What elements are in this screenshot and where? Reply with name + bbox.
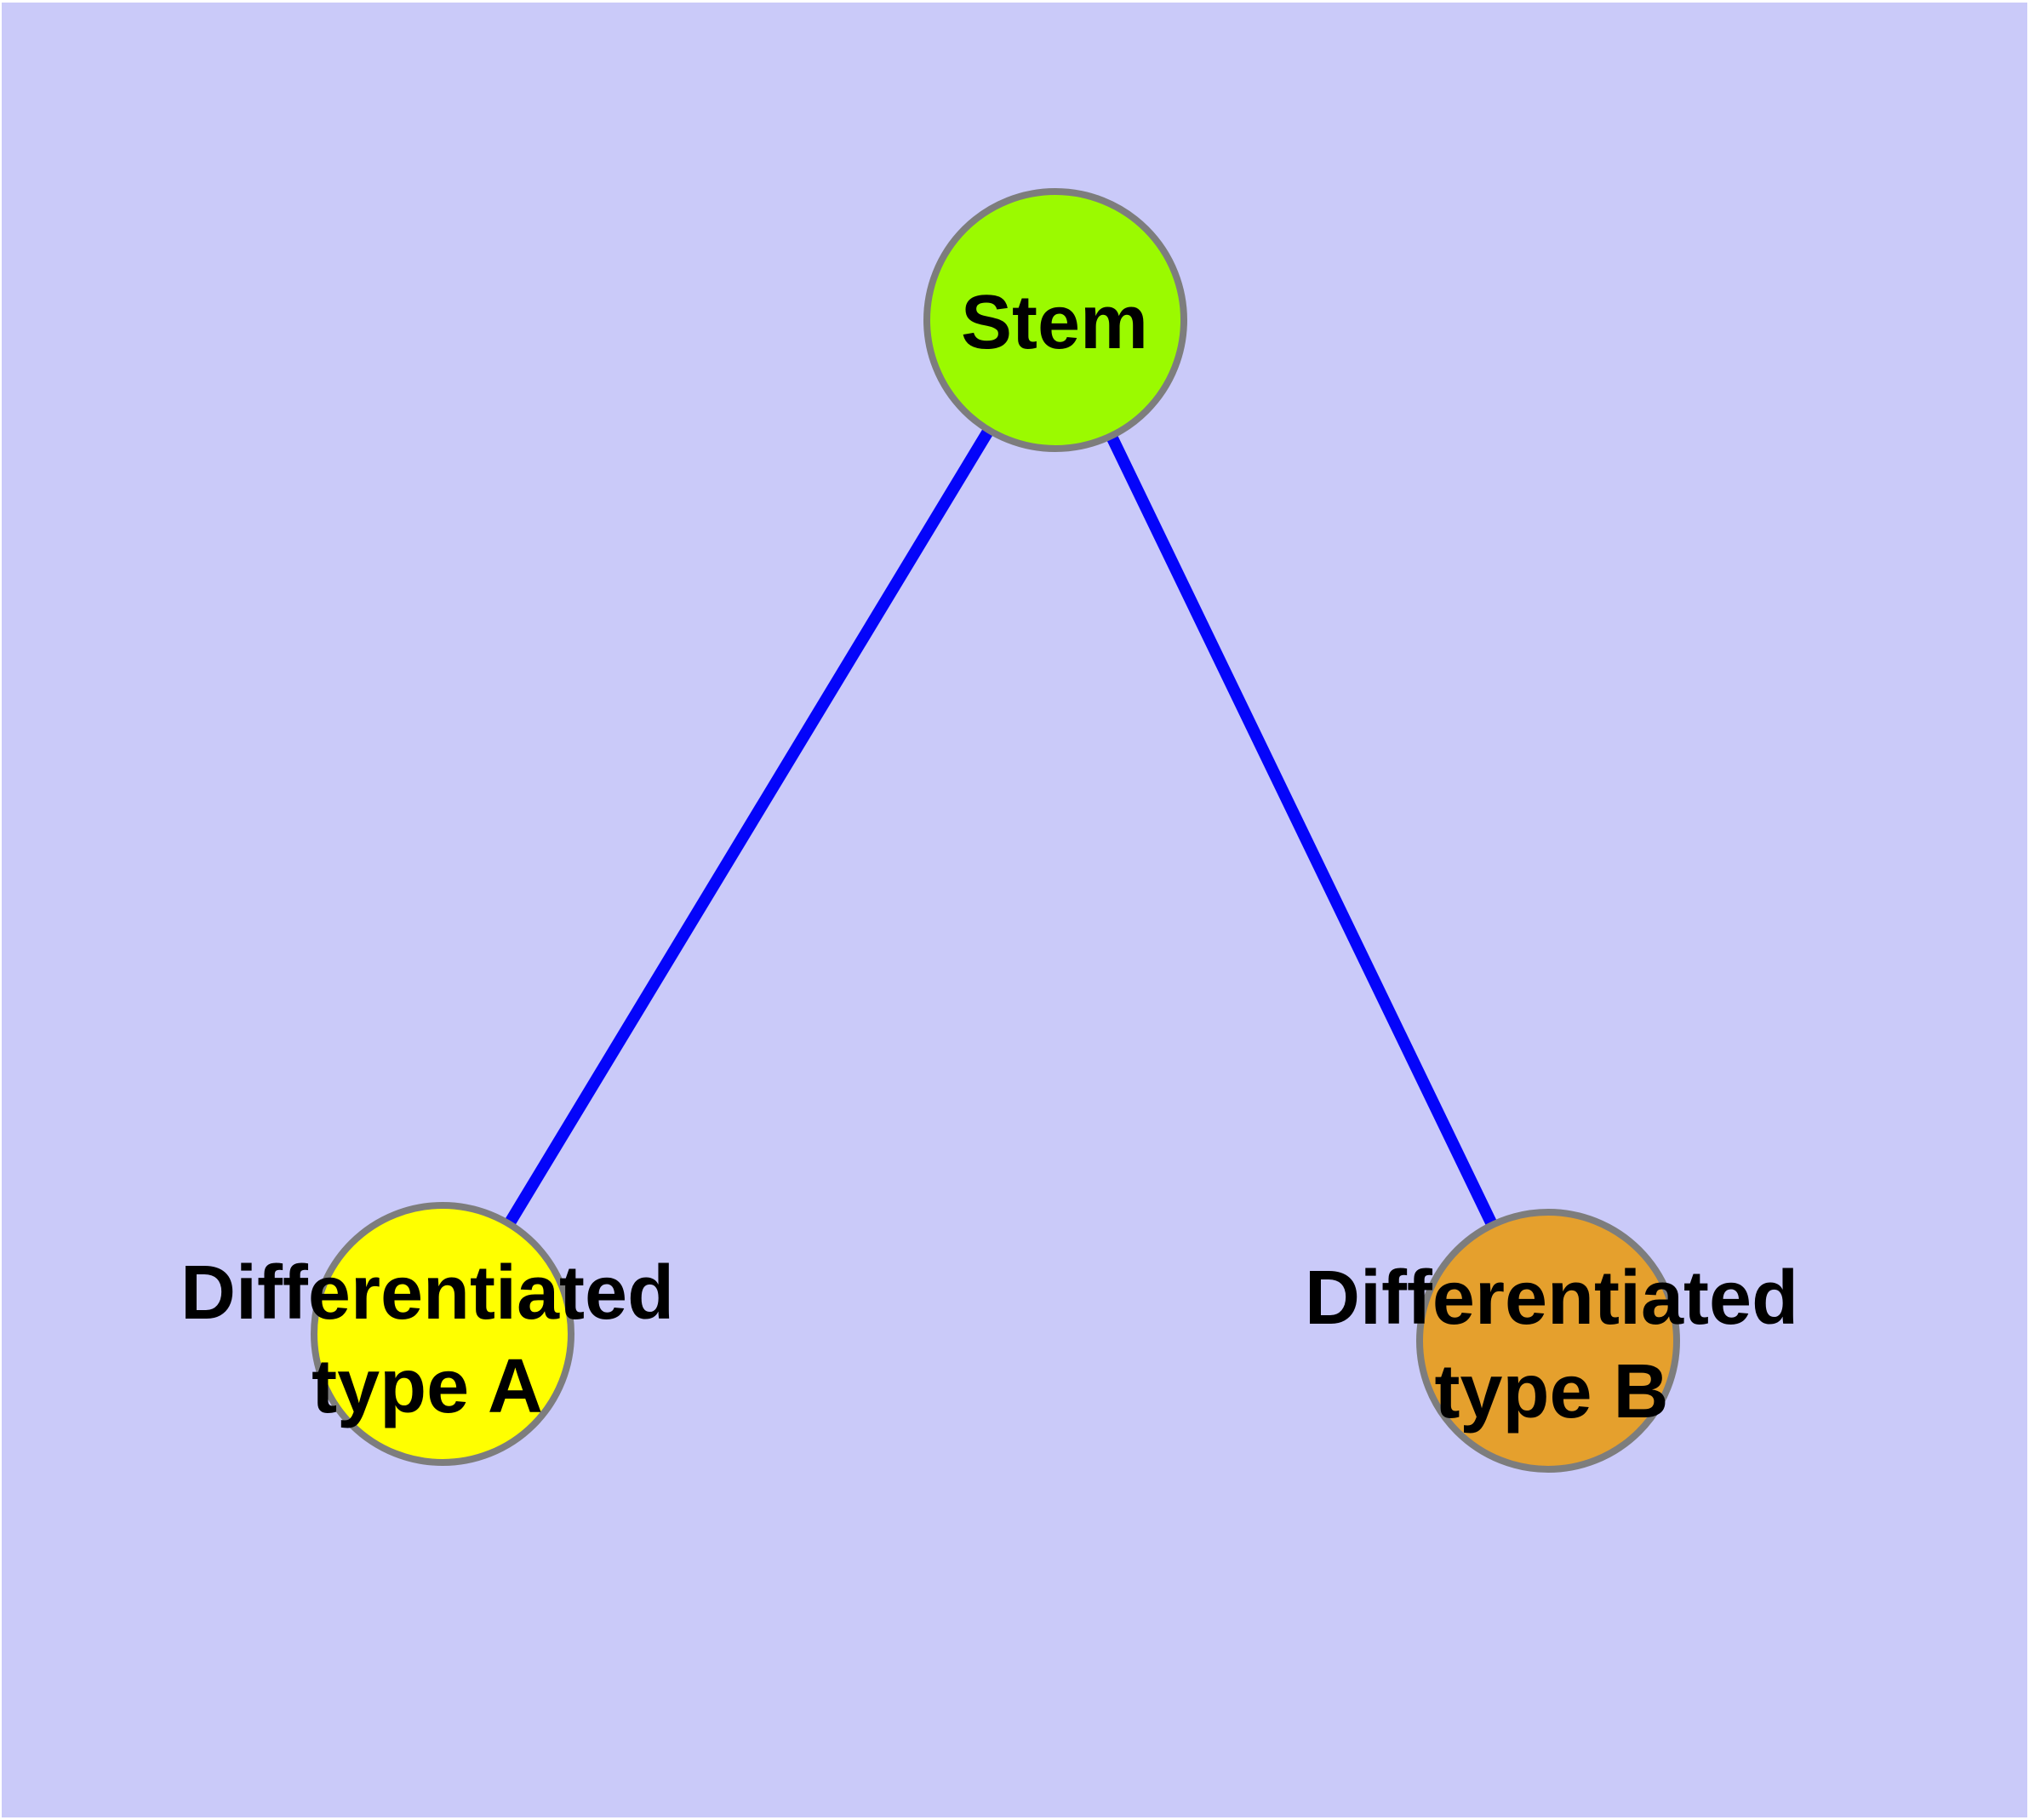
node-layer xyxy=(311,188,1680,1473)
node-circle-type-b xyxy=(1416,1209,1680,1473)
node-circle-type-a xyxy=(311,1202,574,1466)
edge-stem-to-type-a xyxy=(437,317,1060,1337)
graph-svg xyxy=(311,188,1680,1473)
edge-stem-to-type-b xyxy=(1049,317,1554,1344)
node-circle-stem xyxy=(923,188,1187,452)
edge-layer xyxy=(437,317,1554,1344)
